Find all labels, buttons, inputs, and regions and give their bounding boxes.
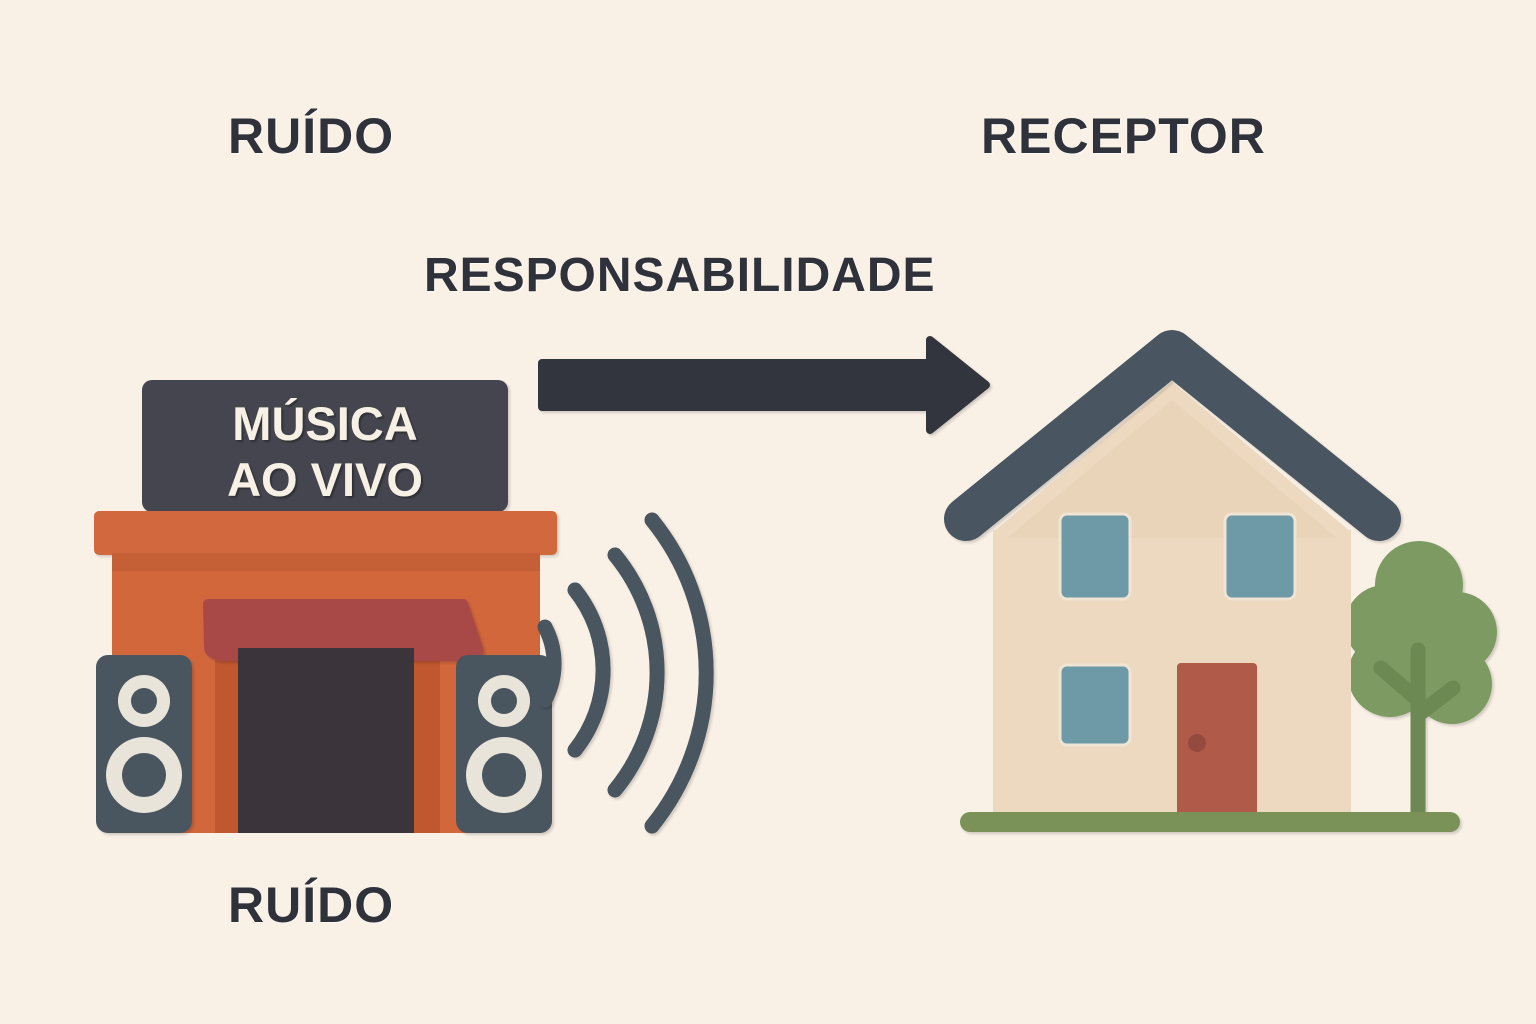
speaker-right-tweeter-center	[491, 688, 517, 714]
tree	[1345, 541, 1497, 826]
sound-wave-arc-2	[567, 582, 611, 758]
tree-branch-left	[1373, 660, 1426, 708]
house-door	[1177, 663, 1257, 820]
venue-doorway	[238, 648, 414, 833]
house-window-upper-left	[1058, 512, 1132, 601]
speaker-right	[456, 655, 552, 833]
facade-cornice	[94, 511, 557, 555]
sound-waves	[537, 512, 714, 834]
facade-shade-band	[112, 553, 540, 571]
label-responsibility: RESPONSABILIDADE	[424, 249, 936, 302]
sound-wave-arc-1	[537, 619, 562, 708]
speaker-right-woofer-center	[482, 753, 526, 797]
house-window-upper-right	[1223, 512, 1297, 601]
sign-board	[142, 380, 508, 512]
venue-sign	[142, 380, 508, 512]
house-gable-shade	[1007, 400, 1337, 538]
roof-ridge	[944, 330, 1401, 541]
label-noise-bottom: RUÍDO	[228, 877, 395, 933]
label-receiver: RECEPTOR	[981, 108, 1266, 164]
arrow-shape	[538, 336, 990, 434]
sound-wave-arc-3	[607, 547, 665, 798]
house-wall	[993, 530, 1351, 820]
venue-sign-text: MÚSICA AO VIVO	[227, 397, 423, 506]
tree-branch-right	[1410, 680, 1461, 723]
sound-wave-arc-4	[644, 512, 714, 834]
house-ground-strip	[960, 812, 1460, 832]
house-door-knob	[1188, 734, 1206, 752]
house-roof	[944, 330, 1401, 541]
house-window-lower-left	[1058, 663, 1132, 747]
speaker-left-woofer-center	[122, 753, 166, 797]
tree-trunk-group	[1373, 642, 1461, 826]
responsibility-arrow	[538, 336, 990, 434]
house	[944, 330, 1460, 832]
label-noise-top: RUÍDO	[228, 108, 395, 164]
speaker-left-tweeter-center	[131, 688, 157, 714]
sign-line-1: MÚSICA	[232, 397, 417, 450]
sign-line-2: AO VIVO	[227, 453, 423, 506]
venue-building: MÚSICA AO VIVO	[94, 380, 557, 833]
speaker-left	[96, 655, 192, 833]
